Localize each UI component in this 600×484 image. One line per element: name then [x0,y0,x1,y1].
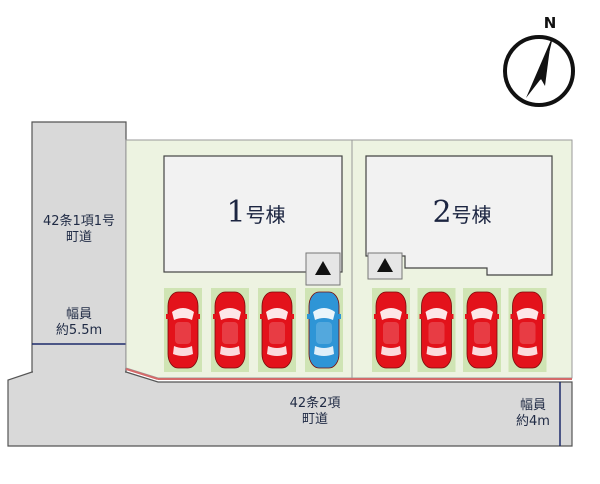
south-road-label: 42条2項 町道 [270,396,360,429]
car-blue-icon [307,291,341,369]
parking-space [463,288,501,372]
building-1-label: 1号棟 [206,194,306,232]
building-2-label: 2号棟 [412,194,512,232]
south-road-type: 42条2項 [289,396,341,411]
parking-layer [164,288,547,372]
south-road-width-label: 幅員 約4m [508,398,558,431]
building-1-number: 1 [226,195,246,230]
building-2-suffix: 号棟 [451,203,492,227]
west-road-name: 町道 [65,230,92,246]
north-label: N [544,14,557,32]
car-red-icon [419,291,454,369]
entrance-marker-2 [367,252,403,280]
parking-space [305,288,343,372]
car-red-icon [510,291,545,369]
south-road-width-value: 約4m [516,414,550,430]
west-road-type: 42条1項1号 [42,214,116,229]
parking-space [258,288,296,372]
building-2-number: 2 [432,195,452,230]
west-road-width-title: 幅員 [65,307,92,322]
parking-space [211,288,249,372]
building-1-suffix: 号棟 [245,203,286,227]
parking-space [372,288,410,372]
south-road-width-title: 幅員 [519,398,546,413]
parking-space [164,288,202,372]
north-arrow-icon: N [503,14,575,107]
entrance-marker-1 [305,252,341,286]
triangle-up-icon [377,258,393,272]
west-road-width-value: 約5.5m [55,323,103,339]
south-road [7,371,573,447]
car-red-icon [374,291,408,369]
triangle-up-icon [315,261,331,275]
west-road-label: 42条1項1号 町道 [36,214,122,247]
south-road-name: 町道 [301,412,328,428]
car-red-icon [213,291,247,369]
west-road [31,121,127,381]
car-red-icon [166,291,200,369]
car-red-icon [260,291,294,369]
west-road-width-label: 幅員 約5.5m [36,307,122,340]
car-red-icon [465,291,499,369]
parking-space [417,288,456,372]
parking-space [508,288,547,372]
